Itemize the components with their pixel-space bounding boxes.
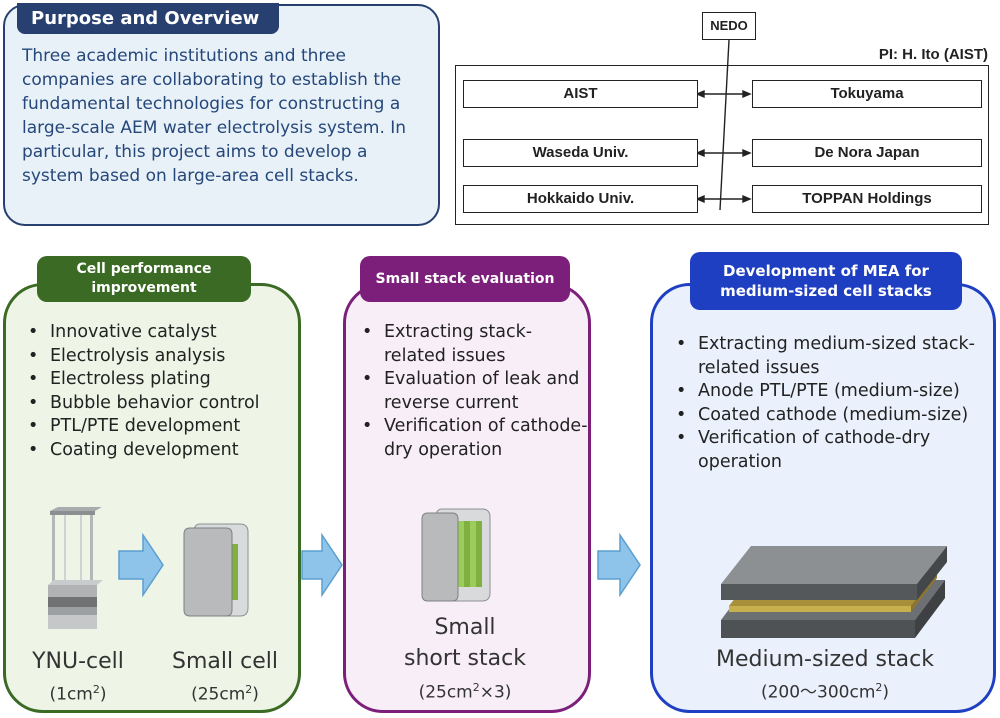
small-cell-image bbox=[183, 523, 249, 617]
small-short-stack-label-1: Small bbox=[434, 615, 496, 640]
list-item: Verification of cathode-dry operation bbox=[670, 427, 990, 474]
org-connectors bbox=[695, 39, 752, 211]
list-item: Anode PTL/PTE (medium-size) bbox=[670, 380, 990, 404]
ynu-cell-image bbox=[48, 507, 103, 629]
list-item: PTL/PTE development bbox=[22, 415, 297, 439]
list-item: Extracting stack-related issues bbox=[356, 321, 588, 368]
small-cell-label: Small cell bbox=[172, 649, 278, 674]
org-box-waseda: Waseda Univ. bbox=[463, 139, 698, 167]
medium-mea-title: Development of MEA for medium-sized cell… bbox=[690, 252, 962, 310]
org-chart-frame bbox=[455, 65, 989, 225]
small-stack-list: Extracting stack-related issues Evaluati… bbox=[356, 321, 588, 462]
arrow-icon bbox=[301, 533, 343, 597]
small-short-stack-size: (25cm2×3) bbox=[418, 681, 512, 703]
list-item: Coated cathode (medium-size) bbox=[670, 404, 990, 428]
cell-performance-title: Cell performance improvement bbox=[37, 256, 251, 302]
medium-stack-image bbox=[721, 546, 947, 638]
medium-stack-size: (200～300cm2) bbox=[760, 681, 890, 703]
pi-label: PI: H. Ito (AIST) bbox=[878, 46, 988, 63]
overview-title: Purpose and Overview bbox=[17, 3, 279, 34]
list-item: Verification of cathode-dry operation bbox=[356, 415, 588, 462]
ynu-cell-label: YNU-cell bbox=[32, 649, 124, 674]
nedo-box: NEDO bbox=[702, 12, 756, 40]
arrow-icon bbox=[118, 533, 164, 597]
org-box-toppan: TOPPAN Holdings bbox=[752, 185, 982, 213]
small-stack-title: Small stack evaluation bbox=[360, 256, 570, 302]
list-item: Extracting medium-sized stack-related is… bbox=[670, 333, 990, 380]
arrow-icon bbox=[597, 533, 641, 597]
list-item: Evaluation of leak and reverse current bbox=[356, 368, 588, 415]
overview-text: Three academic institutions and three co… bbox=[22, 46, 407, 186]
org-box-aist: AIST bbox=[463, 80, 698, 108]
medium-stack-label: Medium-sized stack bbox=[716, 647, 934, 672]
ynu-cell-size: (1cm2) bbox=[49, 683, 107, 705]
small-cell-size: (25cm2) bbox=[191, 683, 259, 705]
list-item: Bubble behavior control bbox=[22, 392, 297, 416]
org-box-denora: De Nora Japan bbox=[752, 139, 982, 167]
org-box-hokkaido: Hokkaido Univ. bbox=[463, 185, 698, 213]
org-box-tokuyama: Tokuyama bbox=[752, 80, 982, 108]
small-short-stack-label-2: short stack bbox=[404, 646, 526, 671]
list-item: Electrolysis analysis bbox=[22, 345, 297, 369]
list-item: Coating development bbox=[22, 439, 297, 463]
small-short-stack-image bbox=[421, 508, 491, 602]
list-item: Electroless plating bbox=[22, 368, 297, 392]
cell-performance-list: Innovative catalyst Electrolysis analysi… bbox=[22, 321, 297, 462]
overview-panel bbox=[3, 4, 440, 226]
list-item: Innovative catalyst bbox=[22, 321, 297, 345]
medium-mea-list: Extracting medium-sized stack-related is… bbox=[670, 333, 990, 474]
